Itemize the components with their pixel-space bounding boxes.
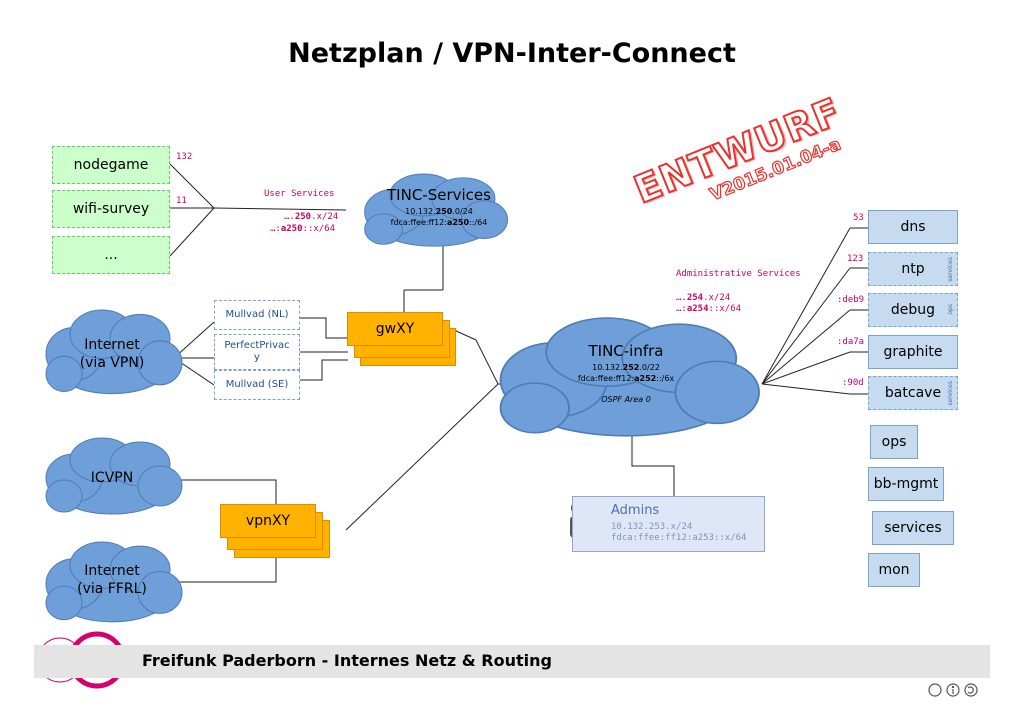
internet-vpn-line1: Internet [84, 337, 140, 353]
port-label: :deb9 [837, 295, 865, 305]
service-tag: ops [947, 304, 954, 315]
port-label: 132 [176, 152, 193, 162]
service-tag: services [947, 257, 954, 282]
icvpn-text: ICVPN [62, 470, 162, 486]
internet-ffrl-text: Internet (via FFRL) [62, 562, 162, 598]
service-ntp[interactable]: ntp services [868, 252, 958, 286]
service-label: batcave [884, 385, 942, 401]
license-icons [928, 683, 978, 697]
vpn-provider-label: Mullvad (NL) [225, 309, 289, 320]
admins-title: Admins [611, 503, 660, 518]
cc-icon [928, 683, 942, 697]
admins-ipv4: 10.132.253.x/24 [611, 522, 693, 532]
vpn-provider-perfectprivacy[interactable]: PerfectPrivacy [214, 334, 300, 370]
service-nodegame[interactable]: nodegame [52, 146, 170, 184]
tinc-services-text: TINC-Services 10.132.250.0/24 fdca:ffee:… [364, 186, 514, 227]
service-services[interactable]: services [872, 511, 954, 545]
service-label: nodegame [73, 157, 149, 173]
service-tag: services [947, 381, 954, 406]
port-label: 53 [853, 213, 864, 223]
user-services-ipv6: …:a250::x/64 [270, 224, 336, 234]
service-wifi-survey[interactable]: wifi-survey [52, 190, 170, 228]
service-label: bb-mgmt [873, 476, 939, 492]
tinc-infra-ipv4: 10.132.252.0/22 [592, 363, 660, 372]
tinc-infra-ospf: OSPF Area 0 [601, 395, 651, 404]
vpn-provider-label: Mullvad (SE) [225, 379, 289, 390]
service-label: ops [881, 434, 907, 450]
tinc-services-ipv4: 10.132.250.0/24 [405, 207, 473, 216]
service-dns[interactable]: dns [868, 210, 958, 244]
internet-vpn-line2: (via VPN) [79, 355, 145, 371]
port-label: :90d [842, 378, 864, 388]
service-graphite[interactable]: graphite [868, 335, 958, 369]
tinc-infra-ipv6: fdca:ffee:ff12:a252::/6x [577, 374, 675, 383]
internet-ffrl-line1: Internet [84, 563, 140, 579]
port-label: 123 [847, 254, 864, 264]
admins-ipv6: fdca:ffee:ff12:a253::x/64 [611, 533, 747, 543]
admin-services-ipv4: ….254.x/24 [676, 293, 731, 303]
service-batcave[interactable]: batcave services [868, 376, 958, 410]
admin-services-ipv6: …:a254::x/64 [676, 304, 742, 314]
service-label: ... [104, 247, 118, 263]
footer-bar [34, 645, 990, 678]
service-mon[interactable]: mon [868, 553, 920, 587]
service-label: graphite [883, 344, 943, 360]
internet-ffrl-line2: (via FFRL) [77, 581, 147, 597]
gw-label: gwXY [375, 321, 415, 337]
service-bb-mgmt[interactable]: bb-mgmt [868, 467, 944, 501]
gw-node[interactable]: gwXY [347, 312, 443, 346]
admins-box[interactable]: Admins 10.132.253.x/24 fdca:ffee:ff12:a2… [572, 496, 765, 552]
vpn-provider-mullvad-nl[interactable]: Mullvad (NL) [214, 300, 300, 330]
vpn-provider-mullvad-se[interactable]: Mullvad (SE) [214, 370, 300, 400]
service-label: debug [890, 302, 936, 318]
service-label: ntp [901, 261, 925, 277]
tinc-services-ipv6: fdca:ffee:ff12:a250::/64 [390, 218, 488, 227]
vpn-provider-label: PerfectPrivacy [224, 340, 290, 363]
tinc-services-title: TINC-Services [387, 186, 491, 204]
sa-icon [964, 683, 978, 697]
port-label: :da7a [837, 337, 865, 347]
service-more[interactable]: ... [52, 236, 170, 274]
port-label: 11 [176, 196, 187, 206]
internet-vpn-text: Internet (via VPN) [62, 336, 162, 372]
service-ops[interactable]: ops [870, 425, 918, 459]
admin-services-label: Administrative Services [676, 269, 801, 279]
user-services-ipv4: ….250.x/24 [284, 212, 339, 222]
tinc-infra-text: TINC-infra 10.132.252.0/22 fdca:ffee:ff1… [546, 342, 706, 404]
service-debug[interactable]: debug ops [868, 293, 958, 327]
page-title: Netzplan / VPN-Inter-Connect [288, 38, 736, 69]
vpn-label: vpnXY [245, 513, 291, 529]
service-label: mon [878, 562, 910, 578]
vpn-node[interactable]: vpnXY [220, 504, 316, 538]
service-label: dns [900, 219, 926, 235]
footer-title: Freifunk Paderborn - Internes Netz & Rou… [142, 651, 552, 670]
service-label: wifi-survey [72, 201, 150, 217]
user-services-label: User Services [264, 189, 335, 199]
service-label: services [884, 520, 942, 536]
by-icon [946, 683, 960, 697]
tinc-infra-title: TINC-infra [588, 342, 664, 360]
icvpn-label: ICVPN [90, 470, 134, 486]
